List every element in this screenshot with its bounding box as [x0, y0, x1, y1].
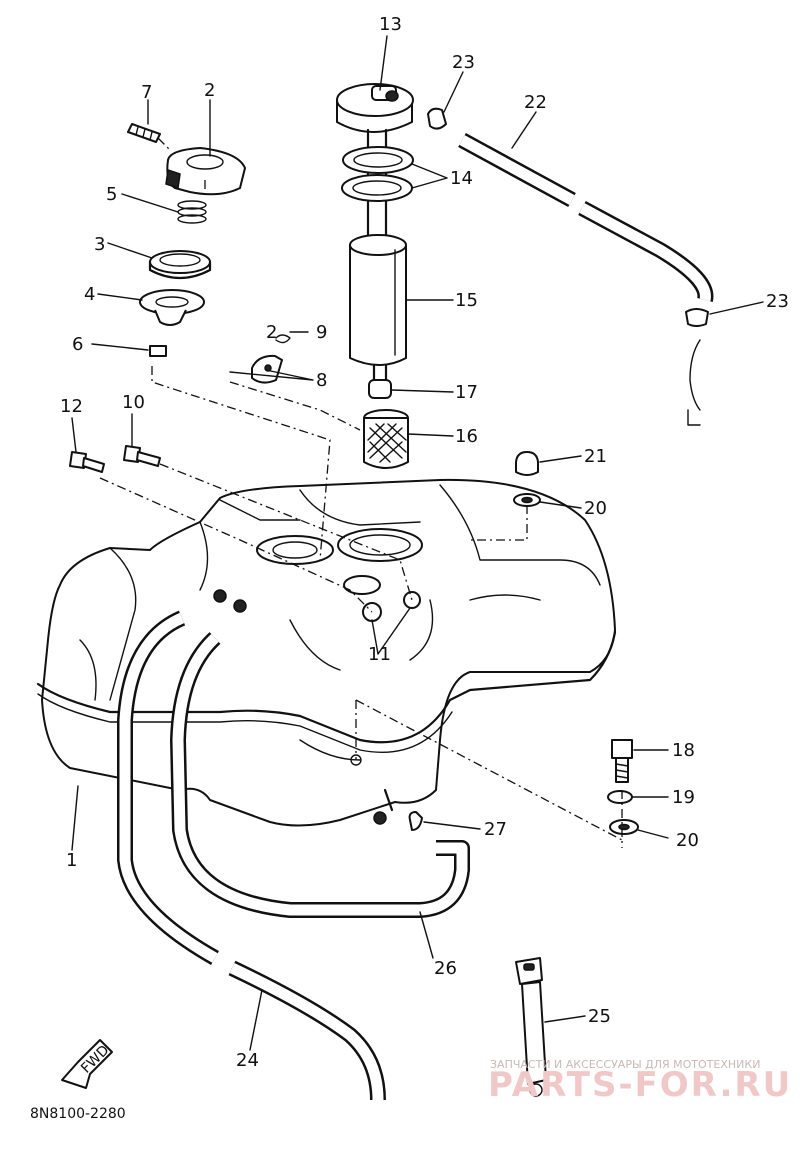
callout-5: 5 [106, 184, 117, 205]
watermark: ЗАПЧАСТИ И АКСЕССУАРЫ ДЛЯ МОТОТЕХНИКИ PA… [488, 1058, 792, 1105]
callout-1: 1 [66, 850, 77, 871]
callout-26: 26 [434, 958, 457, 979]
callout-7: 7 [141, 82, 152, 103]
leader-lines [71, 35, 764, 1051]
hose-22 [458, 132, 714, 302]
callout-17: 17 [455, 382, 478, 403]
callout-8: 8 [316, 370, 327, 391]
hose-26 [170, 632, 470, 918]
callout-23-top: 23 [452, 52, 475, 73]
callout-2: 2 [204, 80, 215, 101]
callout-labels: 13 23 22 14 15 23 17 16 21 20 18 19 20 2… [60, 14, 789, 1071]
watermark-tagline: ЗАПЧАСТИ И АКСЕССУАРЫ ДЛЯ МОТОТЕХНИКИ [490, 1058, 760, 1071]
callout-25: 25 [588, 1006, 611, 1027]
callout-20-lower: 20 [676, 830, 699, 851]
callout-4: 4 [84, 284, 95, 305]
callout-23-right: 23 [766, 291, 789, 312]
callout-6: 6 [72, 334, 83, 355]
hose-24 [117, 610, 386, 1101]
callout-3: 3 [94, 234, 105, 255]
fuel-pump-unit [336, 83, 414, 469]
callout-2-small: 2 [266, 322, 277, 343]
callout-20-upper: 20 [584, 498, 607, 519]
callout-14: 14 [450, 168, 473, 189]
callout-13: 13 [379, 14, 402, 35]
forward-arrow: FWD [61, 1039, 113, 1089]
watermark-site: PARTS-FOR.RU [488, 1065, 792, 1105]
callout-21: 21 [584, 446, 607, 467]
callout-11: 11 [368, 644, 391, 665]
alignment-lines [99, 137, 623, 848]
callout-27: 27 [484, 819, 507, 840]
callout-12: 12 [60, 396, 83, 417]
callout-19: 19 [672, 787, 695, 808]
callout-15: 15 [455, 290, 478, 311]
callout-9: 9 [316, 322, 327, 343]
small-parts [69, 107, 709, 1097]
fuel-cap-assembly [127, 123, 246, 357]
callout-16: 16 [455, 426, 478, 447]
callout-18: 18 [672, 740, 695, 761]
callout-10: 10 [122, 392, 145, 413]
callout-24: 24 [236, 1050, 259, 1071]
callout-22: 22 [524, 92, 547, 113]
drawing-code: 8N8100-2280 [30, 1106, 126, 1122]
